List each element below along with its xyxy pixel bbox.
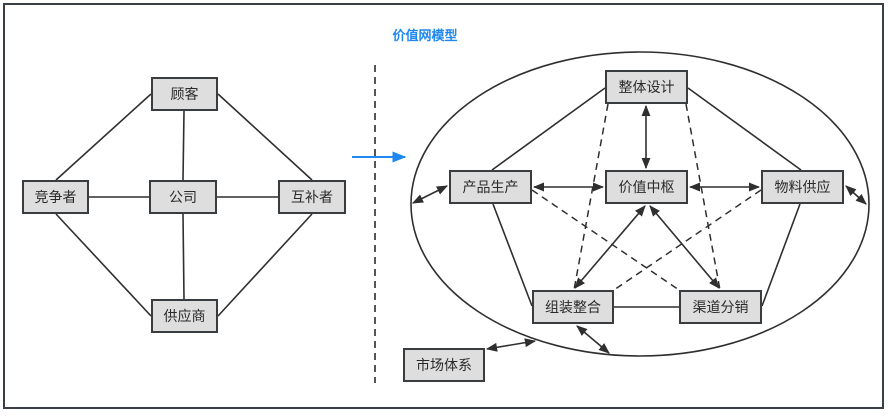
node-overall-design: 整体设计 — [605, 70, 688, 104]
arrow-production-ellipse — [411, 185, 449, 204]
node-complementor: 互补者 — [278, 180, 346, 214]
arrow-material-ellipse — [845, 185, 867, 205]
node-market: 市场体系 — [403, 348, 485, 382]
node-distribution: 渠道分销 — [679, 290, 762, 324]
dashed-material-assembly — [613, 189, 762, 291]
arrow-assembly-ellipse — [576, 325, 610, 354]
node-company: 公司 — [149, 180, 217, 214]
edge-company-supplier — [182, 213, 185, 300]
dashed-design-distribution — [685, 103, 721, 291]
node-customer: 顾客 — [151, 77, 218, 111]
edge-design-material — [687, 87, 802, 171]
edge-competitor-supplier — [55, 213, 152, 317]
value-network-ellipse — [410, 51, 870, 357]
edge-production-assembly — [492, 203, 533, 307]
edge-material-distribution — [761, 203, 801, 307]
right-model-solid-edges — [491, 87, 802, 308]
dashed-design-assembly — [573, 103, 609, 291]
right-model-double-arrows — [411, 104, 867, 354]
edge-design-production — [491, 87, 606, 171]
diagram-title: 价值网模型 — [392, 29, 458, 44]
arrow-assembly-hub — [574, 205, 646, 289]
arrow-distribution-hub — [649, 205, 720, 289]
left-model-edges — [55, 93, 313, 317]
edge-customer-competitor — [55, 93, 152, 181]
edge-customer-complementor — [217, 93, 313, 181]
edge-complementor-supplier — [217, 213, 313, 317]
node-assembly: 组装整合 — [532, 290, 614, 324]
dashed-production-distribution — [531, 189, 680, 291]
node-value-hub: 价值中枢 — [605, 170, 688, 204]
edge-customer-company — [182, 110, 185, 181]
node-material-supply: 物料供应 — [761, 170, 844, 204]
node-supplier: 供应商 — [151, 299, 218, 333]
node-competitor: 竞争者 — [22, 180, 89, 214]
node-production: 产品生产 — [449, 170, 532, 204]
arrow-market-ellipse — [485, 338, 537, 352]
